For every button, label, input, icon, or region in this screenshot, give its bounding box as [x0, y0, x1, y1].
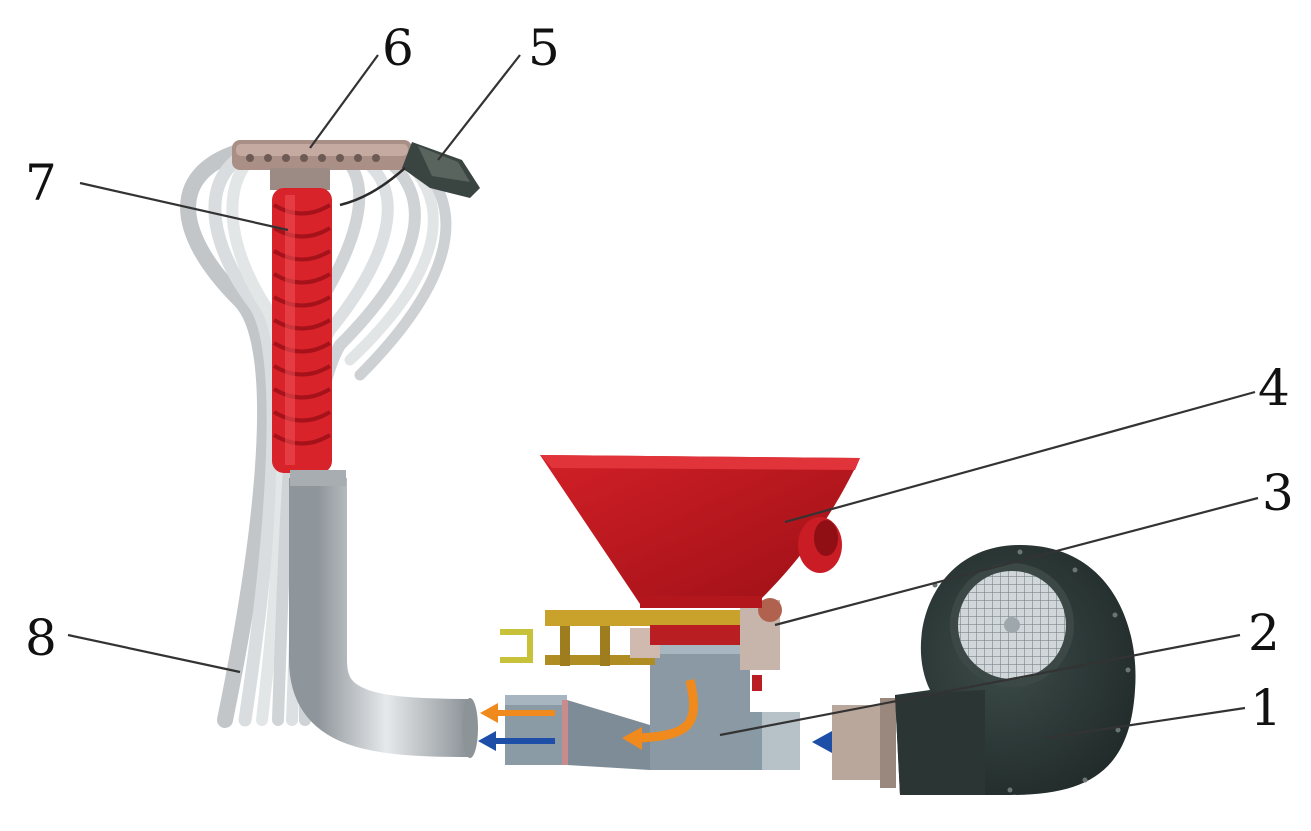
callout-4: 4	[1258, 359, 1290, 417]
callout-2: 2	[1248, 604, 1280, 662]
centrifugal-blower	[832, 545, 1136, 795]
leader-line-3	[774, 496, 1259, 627]
callout-7: 7	[25, 154, 57, 212]
callout-6: 6	[382, 19, 414, 77]
leader-line-6	[309, 54, 379, 149]
callout-8: 8	[25, 609, 57, 667]
flow-arrows	[478, 679, 885, 753]
callout-1: 1	[1250, 679, 1282, 737]
callout-numbers: 1 2 3 4 5 6 7 8	[25, 19, 1294, 737]
metering-unit	[500, 598, 782, 691]
callout-3: 3	[1262, 464, 1294, 522]
seed-sensor	[339, 142, 480, 207]
leader-line-7	[79, 181, 289, 232]
orange-arrow-icon	[480, 703, 498, 723]
leader-line-2	[719, 633, 1241, 737]
seed-hopper	[540, 455, 860, 608]
leader-line-8	[67, 633, 241, 674]
leader-line-4	[784, 390, 1256, 524]
blue-inlet-arrow-icon	[812, 731, 832, 753]
orange-curved-arrow-icon	[622, 727, 642, 750]
callout-5: 5	[528, 19, 560, 77]
leader-line-5	[437, 54, 521, 161]
corrugated-bellows	[272, 188, 332, 473]
distribution-head	[232, 140, 412, 190]
conveying-pipe	[289, 470, 478, 758]
blue-arrow-icon	[478, 731, 496, 751]
callout-leaders	[67, 54, 1259, 740]
leader-line-1	[1044, 706, 1246, 740]
